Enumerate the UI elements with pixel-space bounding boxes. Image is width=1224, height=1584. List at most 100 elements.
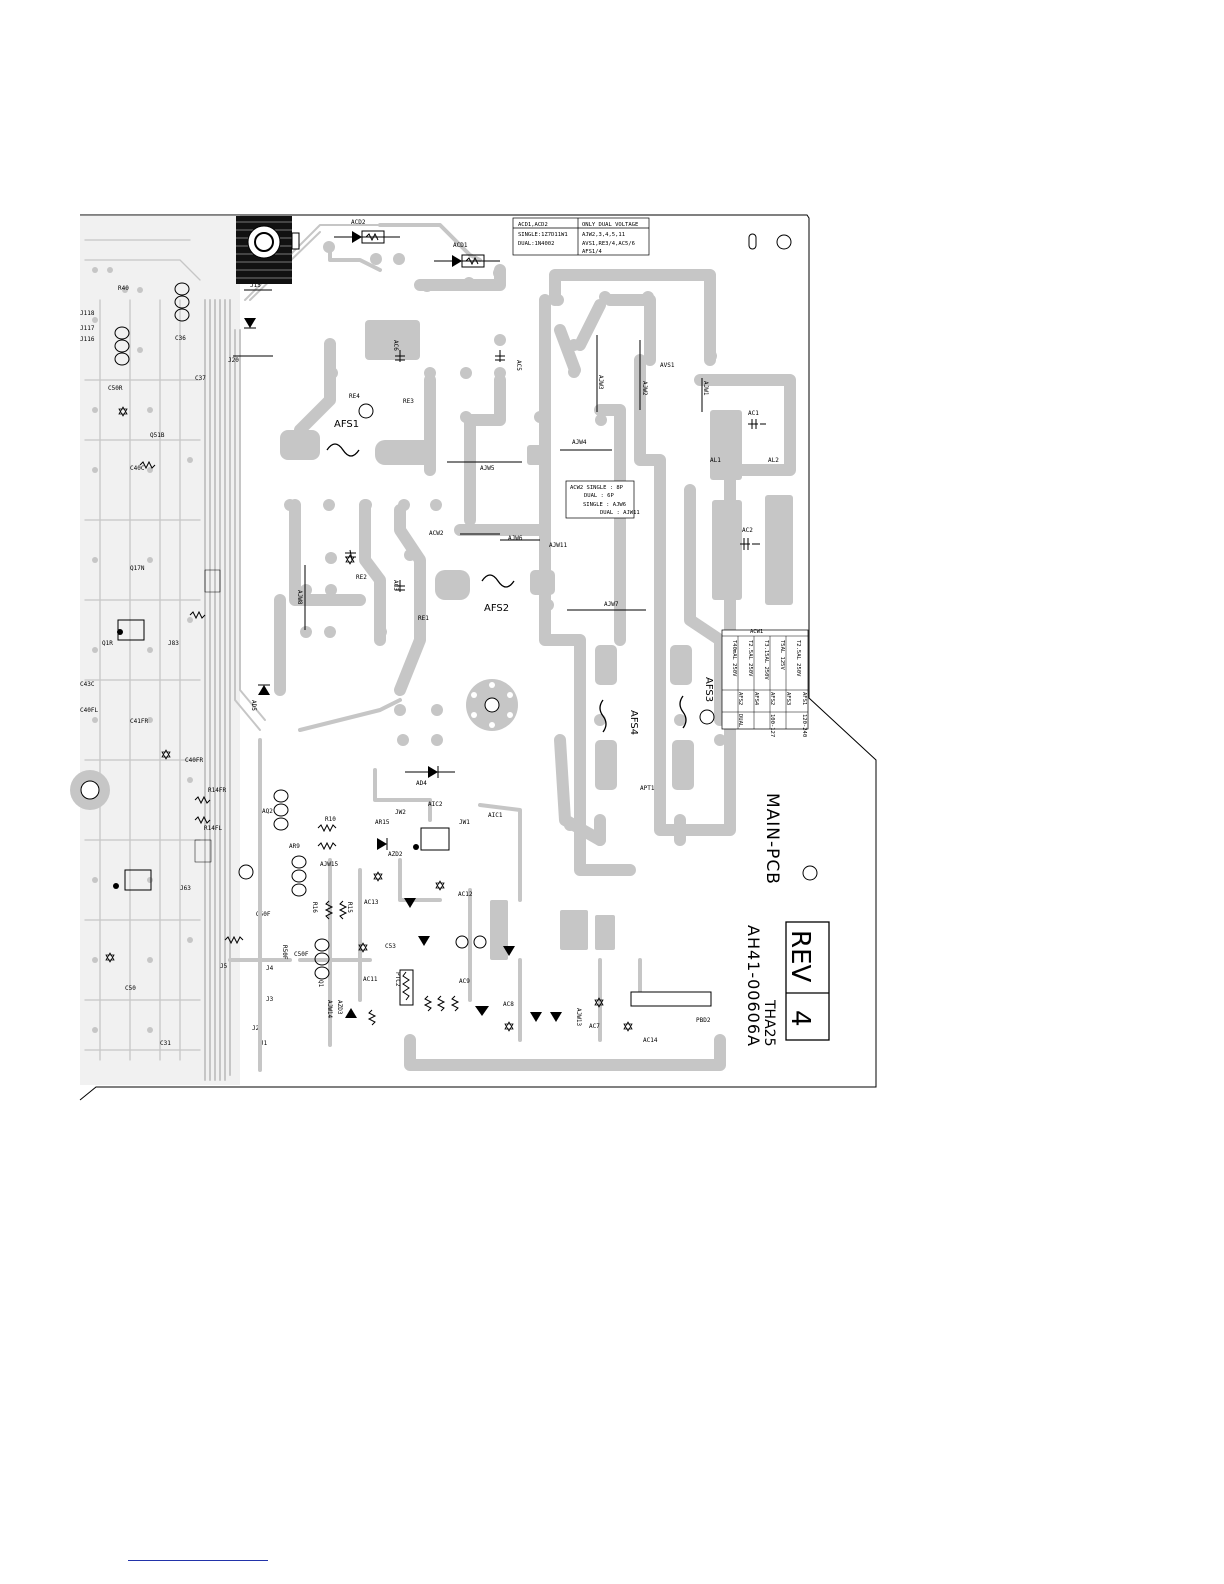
label-c40fl: C40FL — [80, 707, 98, 714]
label-r10: R10 — [325, 816, 336, 823]
label-ac1: AC1 — [748, 410, 759, 417]
diode-voltage-table: ACD1,ACD2 ONLY DUAL VOLTAGE SINGLE:1Z7D1… — [512, 217, 650, 256]
label-aic1: AIC1 — [488, 812, 503, 819]
label-j15: J15 — [250, 282, 261, 289]
label-aic2: AIC2 — [428, 801, 443, 808]
label-ajw8: AJW8 — [296, 590, 303, 605]
label-j117: J117 — [80, 325, 95, 332]
board-outline — [79, 214, 877, 1101]
left-circuit-region: C50R Q51B Q17N Q1R C43C C40FL C41FR R14F… — [70, 215, 396, 1085]
acw1-cell: AFS2 — [769, 692, 775, 705]
label-afs4: AFS4 — [628, 710, 639, 735]
label-j116: J116 — [80, 336, 95, 343]
table-cell: AVS1,RE3/4,AC5/6 — [582, 241, 635, 247]
board-name: MAIN-PCB — [762, 793, 782, 885]
label-ajw5: AJW5 — [480, 465, 495, 472]
label-r14fr: R14FR — [208, 787, 226, 794]
pbd2-bar — [630, 991, 712, 1007]
label-jw1: JW1 — [459, 819, 470, 826]
acw1-cell: AFS3 — [785, 692, 791, 705]
label-r40: R40 — [118, 285, 129, 292]
label-ajw7: AJW7 — [604, 601, 619, 608]
label-ajw15: AJW15 — [320, 861, 338, 868]
table-cell: SINGLE:1Z7D11W1 — [518, 232, 568, 238]
footer-link-underline[interactable] — [128, 1560, 268, 1561]
label-al1: AL1 — [710, 457, 721, 464]
table-header-2: ONLY DUAL VOLTAGE — [582, 222, 638, 228]
label-ac11: AC11 — [363, 976, 378, 983]
label-r14fl: R14FL — [204, 825, 222, 832]
acw1-title: ACW1 — [750, 629, 763, 635]
label-azd2: AZD2 — [388, 851, 403, 858]
label-acw2: ACW2 — [429, 530, 444, 537]
label-c41fr: C41FR — [130, 718, 148, 725]
acw1-cell: 120-240 — [801, 714, 807, 737]
label-ac7: AC7 — [589, 1023, 600, 1030]
label-c37: C37 — [195, 375, 206, 382]
label-c31: C31 — [160, 1040, 171, 1047]
label-c40fr: C40FR — [185, 757, 203, 764]
label-avs1: AVS1 — [660, 362, 675, 369]
acw1-fuse-table: ACW1 T2.5AL 250V T5AL 125V T3.15AL 250V … — [721, 629, 809, 737]
label-ajw13: AJW13 — [575, 1008, 582, 1026]
label-re1: RE1 — [418, 615, 429, 622]
note-line: SINGLE : AJW6 — [583, 502, 626, 508]
note-line: DUAL : 6P — [584, 493, 614, 499]
label-j4: J4 — [266, 965, 274, 972]
label-ac6: AC6 — [392, 340, 399, 351]
acw1-cell: T2.5AL 250V — [747, 640, 753, 677]
label-r16: R16 — [311, 902, 318, 913]
label-jw2: JW2 — [395, 809, 406, 816]
label-q51b: Q51B — [150, 432, 165, 439]
label-j83: J83 — [168, 640, 179, 647]
label-r15: R15 — [346, 902, 353, 913]
label-afs3: AFS3 — [703, 677, 714, 702]
component-labels: ACD2 ACD1 AVS1 AC1 AC2 AL1 AL2 RE4 RE3 R… — [250, 219, 779, 1044]
label-ac9: AC9 — [459, 978, 470, 985]
label-ad4: AD4 — [416, 780, 427, 787]
label-j3: J3 — [266, 996, 274, 1003]
acw1-cell: AFS2 — [737, 692, 743, 705]
label-ptc2: PTC2 — [394, 972, 401, 987]
label-ajw6: AJW6 — [508, 535, 523, 542]
label-r50f: R50F — [281, 945, 288, 960]
table-header-1: ACD1,ACD2 — [518, 222, 548, 228]
label-ac14: AC14 — [643, 1037, 658, 1044]
label-c50f: C50F — [294, 951, 309, 958]
label-re2: RE2 — [356, 574, 367, 581]
acw-note-box: ACW2 SINGLE : 8P DUAL : 6P SINGLE : AJW6… — [565, 480, 640, 519]
label-c36: C36 — [175, 335, 186, 342]
label-ajw3: AJW3 — [597, 375, 604, 390]
rev-box: REV 4 — [785, 921, 830, 1041]
label-c43c: C43C — [80, 681, 95, 688]
label-ajw2: AJW2 — [641, 381, 648, 396]
acw1-cell: AFS4 — [753, 692, 759, 706]
label-re4: RE4 — [349, 393, 360, 400]
label-ar9: AR9 — [289, 843, 300, 850]
table-cell: DUAL:1N4002 — [518, 241, 554, 247]
label-afs1: AFS1 — [334, 419, 359, 430]
label-azd3: AZD3 — [336, 1000, 343, 1015]
label-ac3: AC3 — [392, 580, 399, 591]
label-ac2: AC2 — [742, 527, 753, 534]
power-supply-region — [105, 223, 818, 1072]
label-ad5: AD5 — [250, 700, 257, 711]
rev-label: REV — [785, 930, 815, 982]
acw1-cell: T40mAL 250V — [731, 640, 737, 677]
label-ac5: AC5 — [515, 360, 522, 371]
table-cell: AFS1/4 — [582, 249, 603, 255]
label-acd1: ACD1 — [453, 242, 468, 249]
label-al2: AL2 — [768, 457, 779, 464]
note-line: ACW2 SINGLE : 8P — [570, 485, 624, 491]
label-ajw4: AJW4 — [572, 439, 587, 446]
board-part-number: AH41-00606A — [744, 925, 763, 1047]
board-model: THA25 — [761, 999, 777, 1046]
diode-acd2 — [334, 230, 400, 244]
label-j63: J63 — [180, 885, 191, 892]
label-q50f: Q50F — [256, 911, 271, 918]
label-ac13: AC13 — [364, 899, 379, 906]
label-ac8: AC8 — [503, 1001, 514, 1008]
label-j1: J1 — [260, 1040, 268, 1047]
label-q1: Q1 — [317, 980, 324, 988]
